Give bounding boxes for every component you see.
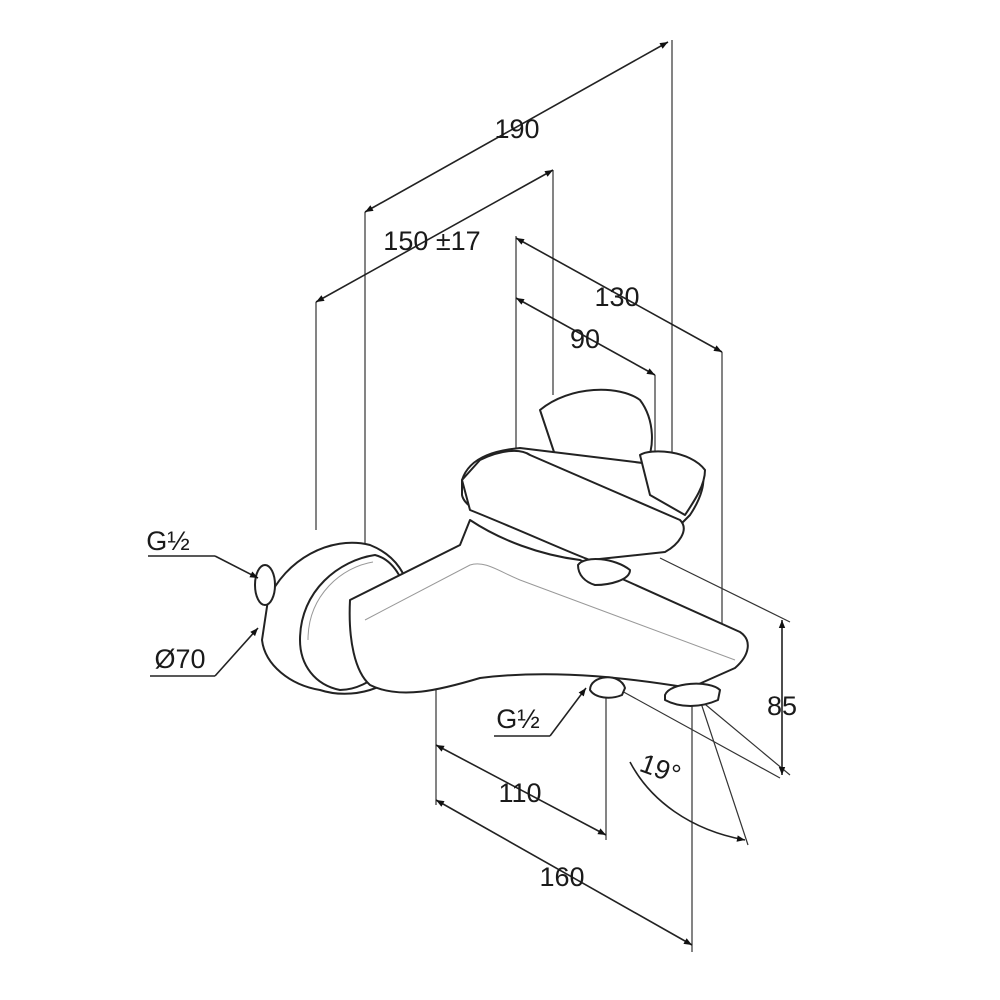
dim-130-label: 130 xyxy=(594,282,639,312)
dim-190-label: 190 xyxy=(494,114,539,144)
outlet-thread-label: G½ xyxy=(496,704,540,734)
dim-90-label: 90 xyxy=(570,324,600,354)
angle-label: 19° xyxy=(636,748,685,790)
dim-150-label: 150 ±17 xyxy=(383,226,480,256)
dim-110-label: 110 xyxy=(498,778,541,808)
plate-diameter-label: Ø70 xyxy=(154,644,205,674)
faucet-body xyxy=(254,388,749,707)
inlet-thread-label: G½ xyxy=(146,526,190,556)
dim-85-label: 85 xyxy=(767,691,797,721)
dim-160-label: 160 xyxy=(539,862,584,892)
dimension-lines xyxy=(148,41,786,946)
